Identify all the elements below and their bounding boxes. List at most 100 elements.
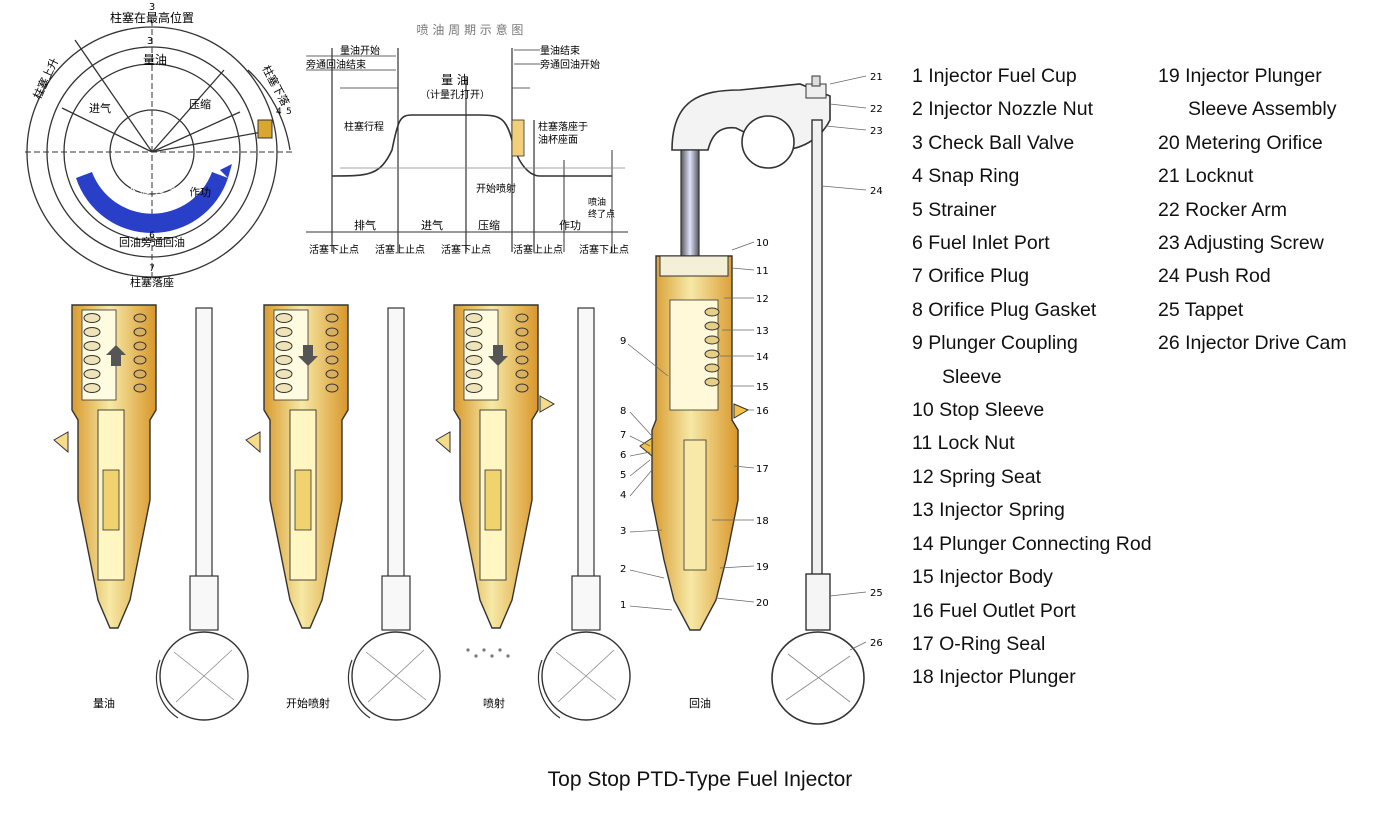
callout-8: 8 — [620, 406, 626, 417]
timing-right-label: 油杯座面 — [538, 133, 578, 146]
spring-coil — [133, 355, 147, 365]
bottom-point-label: 活塞下止点 — [309, 243, 359, 256]
legend-item: 12 Spring Seat — [912, 465, 1042, 488]
legend-item: 21 Locknut — [1158, 165, 1254, 188]
side-label-right: 柱塞下落 — [259, 63, 292, 108]
spring-coil — [83, 327, 101, 337]
spring-coil — [325, 369, 339, 379]
legend-item: 14 Plunger Connecting Rod — [912, 532, 1152, 555]
timing-end-label: 终了点 — [588, 208, 615, 220]
legend-item: 1 Injector Fuel Cup — [912, 65, 1077, 87]
legend-item: 11 Lock Nut — [912, 432, 1015, 455]
timing-label: 量油开始 — [340, 44, 380, 57]
timing-center-sublabel: （计量孔打开） — [420, 88, 490, 101]
circle-inner-num: 3 — [147, 36, 153, 47]
cam-rotation-label: 凸 轮 旋 转 方 向 — [110, 185, 193, 199]
spring-coil — [465, 355, 483, 365]
spray-droplet — [482, 648, 486, 652]
figure-caption: Top Stop PTD-Type Fuel Injector — [547, 768, 853, 791]
spring-coil — [465, 327, 483, 337]
spring-coil — [275, 341, 293, 351]
ring-label: 回油旁通回油 — [119, 235, 185, 249]
spring-coil — [515, 341, 529, 351]
spring-coil — [83, 383, 101, 393]
callout-14: 14 — [756, 352, 769, 363]
legend-item: 3 Check Ball Valve — [912, 131, 1075, 154]
legend-item: 6 Fuel Inlet Port — [912, 232, 1050, 255]
timing-label: 旁通回油开始 — [540, 58, 600, 71]
callout-20: 20 — [756, 598, 769, 609]
timing-y-label: 柱塞行程 — [344, 120, 384, 133]
timing-label: 量油结束 — [540, 44, 580, 57]
sector-label: 进气 — [89, 101, 111, 115]
legend-item: 8 Orifice Plug Gasket — [912, 298, 1097, 321]
stage-injection — [435, 304, 631, 721]
legend-item: 7 Orifice Plug — [912, 265, 1030, 288]
legend-item: 9 Plunger Coupling — [912, 332, 1078, 355]
spring-coil — [515, 369, 529, 379]
legend-item: 24 Push Rod — [1158, 265, 1271, 288]
callout-21: 21 — [870, 72, 883, 83]
stage-label: 开始喷射 — [286, 696, 330, 710]
callout-10: 10 — [756, 238, 769, 249]
callout-16: 16 — [756, 406, 769, 417]
callout-5: 5 — [620, 470, 626, 481]
spring-coil — [133, 383, 147, 393]
callout-6: 6 — [620, 450, 626, 461]
stage-label: 回油 — [689, 696, 711, 710]
cam-rotation-icon — [537, 659, 561, 719]
spring-coil — [133, 369, 147, 379]
bottom-point-label: 活塞上止点 — [375, 243, 425, 256]
callout-17: 17 — [756, 464, 769, 475]
circle-bottom-label: 柱塞落座 — [130, 275, 174, 289]
fuel-outlet-arrow — [539, 395, 556, 413]
legend-item: 19 Injector Plunger — [1158, 65, 1322, 87]
callout-12: 12 — [756, 294, 769, 305]
spring-coil — [325, 313, 339, 323]
phase-label: 排气 — [354, 218, 376, 232]
stage-label: 量油 — [93, 696, 115, 710]
legend-item: 4 Snap Ring — [912, 165, 1020, 188]
ring-num: 6 — [149, 231, 155, 241]
sector-label: 压缩 — [189, 98, 211, 111]
callout-1: 1 — [620, 600, 626, 611]
side-num: 5 — [286, 107, 292, 117]
timing-right-label: 柱塞落座于 — [538, 120, 588, 133]
phase-label: 作功 — [559, 219, 581, 232]
callout-25: 25 — [870, 588, 883, 599]
callout-24: 24 — [870, 186, 883, 197]
spring-coil — [275, 369, 293, 379]
timing-end-label: 喷油 — [588, 196, 606, 208]
callout-18: 18 — [756, 516, 769, 527]
callout-22: 22 — [870, 104, 883, 115]
spring-coil — [465, 369, 483, 379]
timing-label: 旁通回油结束 — [306, 58, 366, 71]
legend-item: 16 Fuel Outlet Port — [912, 599, 1076, 622]
spray-droplet — [506, 654, 510, 658]
legend-item: 10 Stop Sleeve — [912, 399, 1045, 422]
spray-droplet — [490, 654, 494, 658]
cam-rotation-icon — [155, 659, 179, 719]
circle-top-num: 3 — [149, 2, 155, 13]
plunger-tip — [102, 469, 120, 531]
legend-item: 17 O-Ring Seal — [912, 632, 1046, 655]
spring-coil — [325, 383, 339, 393]
spring-coil — [275, 383, 293, 393]
tappet — [571, 575, 601, 631]
circle-top-label: 柱塞在最高位置 — [110, 10, 194, 25]
injector-assembly — [639, 75, 865, 725]
fuel-inlet-arrow — [245, 431, 261, 454]
down-arrow-icon — [488, 345, 508, 366]
spring-coil — [83, 369, 101, 379]
legend-item: 2 Injector Nozzle Nut — [912, 98, 1093, 121]
legend-item: 15 Injector Body — [912, 566, 1053, 589]
fuel-inlet-arrow — [435, 431, 451, 454]
bottom-point-label: 活塞下止点 — [579, 243, 629, 256]
bottom-point-label: 活塞上止点 — [513, 243, 563, 256]
injection-timing-chart — [306, 48, 628, 252]
push-rod — [195, 307, 213, 579]
legend-item: 18 Injector Plunger — [912, 666, 1076, 689]
spring-coil — [515, 355, 529, 365]
legend-item: 23 Adjusting Screw — [1158, 232, 1324, 255]
spring-coil — [325, 327, 339, 337]
